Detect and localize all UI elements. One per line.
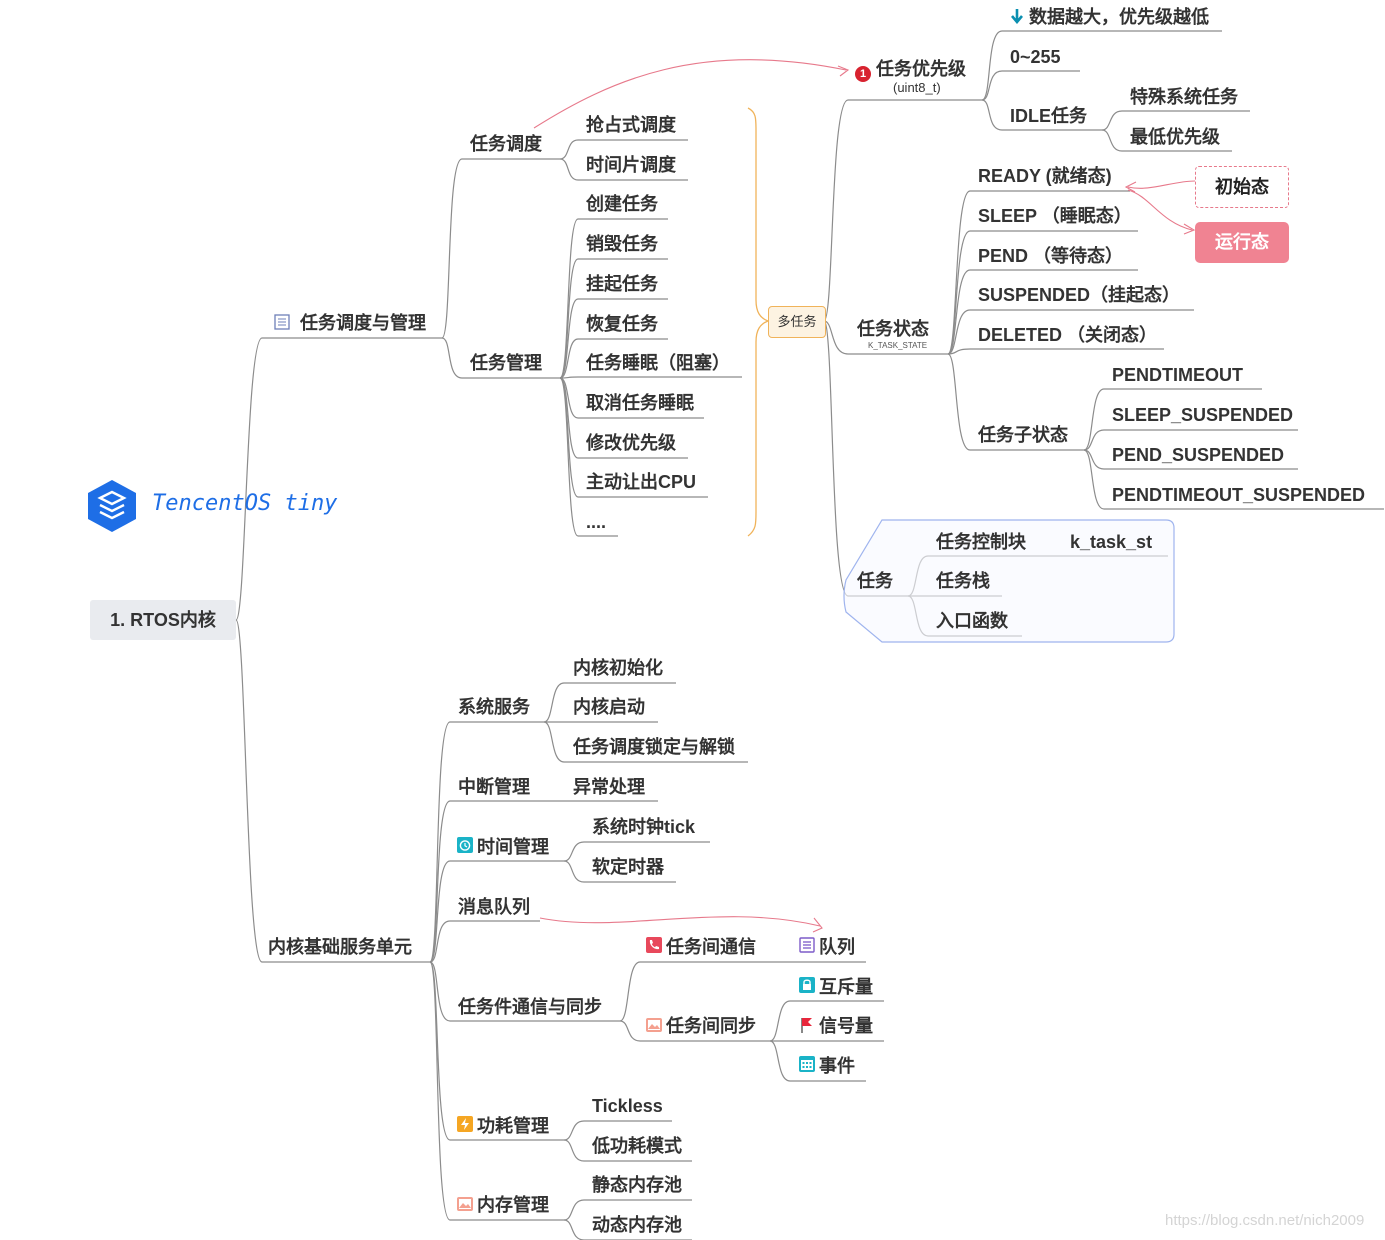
node-idle-special[interactable]: 特殊系统任务 [1130,87,1238,107]
calendar-icon [799,1056,815,1072]
node-msgq[interactable]: 消息队列 [458,897,530,917]
node-manage-item[interactable]: 恢复任务 [586,314,658,334]
node-irq-child[interactable]: 异常处理 [573,777,645,797]
node-time-item[interactable]: 软定时器 [592,857,664,877]
logo-text: TencentOS tiny [152,491,338,516]
node-dispatch-preempt[interactable]: 抢占式调度 [586,115,676,135]
node-manage-item[interactable]: .... [586,512,607,532]
node-task[interactable]: 任务 [857,571,893,591]
phone-icon [646,937,662,953]
node-substate[interactable]: 任务子状态 [978,425,1068,445]
node-manage-item[interactable]: 任务睡眠（阻塞） [586,353,730,373]
priority-badge: 1 [855,66,871,82]
node-comm[interactable]: 任务件通信与同步 [458,997,602,1017]
node-power[interactable]: 功耗管理 [477,1116,549,1136]
node-state-item[interactable]: DELETED （关闭态） [978,325,1158,345]
node-task-entry[interactable]: 入口函数 [936,611,1008,631]
lightning-icon [457,1116,473,1132]
node-substate-item[interactable]: PENDTIMEOUT_SUSPENDED [1112,485,1366,505]
summary-multitask[interactable]: 多任务 [768,306,826,338]
node-idle-lowest[interactable]: 最低优先级 [1130,127,1220,147]
floating-run-state[interactable]: 运行态 [1195,222,1289,263]
node-kernel-services[interactable]: 内核基础服务单元 [268,937,412,957]
node-power-item[interactable]: Tickless [592,1096,663,1116]
node-sys-item[interactable]: 任务调度锁定与解锁 [573,737,735,757]
root-node[interactable]: 1. RTOS内核 [90,600,236,640]
node-event[interactable]: 事件 [819,1056,855,1076]
node-mem[interactable]: 内存管理 [477,1195,549,1215]
node-states-sub: K_TASK_STATE [868,341,928,350]
node-sys-item[interactable]: 内核初始化 [573,658,663,678]
node-substate-item[interactable]: SLEEP_SUSPENDED [1112,405,1294,425]
lock-icon [799,977,815,993]
node-ipc[interactable]: 任务间通信 [666,937,756,957]
node-sched-mgmt[interactable]: 任务调度与管理 [300,313,426,333]
node-state-item[interactable]: PEND （等待态） [978,246,1124,266]
node-dispatch-timeslice[interactable]: 时间片调度 [586,155,676,175]
node-sys[interactable]: 系统服务 [458,697,530,717]
node-manage-item[interactable]: 修改优先级 [586,433,676,453]
node-priority-rule[interactable]: 数据越大，优先级越低 [1029,7,1209,27]
envelope-icon [646,1018,662,1032]
node-states[interactable]: 任务状态 [857,319,929,339]
node-mutex[interactable]: 互斥量 [819,977,873,997]
node-dispatch[interactable]: 任务调度 [470,134,542,154]
watermark: https://blog.csdn.net/nich2009 [1165,1212,1365,1229]
floating-init-state[interactable]: 初始态 [1195,166,1289,208]
flag-icon [801,1018,812,1033]
alarm-clock-icon [457,837,473,853]
node-manage-item[interactable]: 销毁任务 [586,234,658,254]
node-mem-item[interactable]: 静态内存池 [592,1175,682,1195]
node-queue[interactable]: 队列 [819,937,855,957]
node-manage-item[interactable]: 创建任务 [586,194,658,214]
node-substate-item[interactable]: PENDTIMEOUT [1112,365,1244,385]
node-idle[interactable]: IDLE任务 [1010,106,1088,126]
node-sync[interactable]: 任务间同步 [666,1016,756,1036]
node-state-item[interactable]: SUSPENDED（挂起态） [978,285,1181,305]
node-priority-sub: (uint8_t) [893,80,941,95]
node-time[interactable]: 时间管理 [477,837,549,857]
node-task-stack[interactable]: 任务栈 [936,571,990,591]
node-state-item[interactable]: SLEEP （睡眠态） [978,206,1132,226]
node-mem-item[interactable]: 动态内存池 [592,1215,682,1235]
node-time-item[interactable]: 系统时钟tick [592,817,696,837]
node-state-item[interactable]: READY (就绪态) [978,166,1112,186]
node-priority-range[interactable]: 0~255 [1010,47,1061,67]
node-manage-item[interactable]: 取消任务睡眠 [586,393,694,413]
node-task-tcb-type[interactable]: k_task_st [1070,532,1153,552]
node-sys-item[interactable]: 内核启动 [573,697,645,717]
node-power-item[interactable]: 低功耗模式 [592,1136,682,1156]
node-priority[interactable]: 任务优先级 [876,59,966,79]
tencentos-cube-logo [88,480,136,532]
node-semaphore[interactable]: 信号量 [819,1016,873,1036]
list-icon [274,314,290,330]
arrow-down-icon [1011,9,1023,24]
list-icon [799,937,815,953]
node-task-tcb[interactable]: 任务控制块 [936,532,1026,552]
picture-icon [457,1197,473,1211]
node-manage[interactable]: 任务管理 [470,353,542,373]
node-manage-item[interactable]: 挂起任务 [586,274,658,294]
node-irq[interactable]: 中断管理 [458,777,530,797]
node-substate-item[interactable]: PEND_SUSPENDED [1112,445,1285,465]
node-manage-item[interactable]: 主动让出CPU [586,472,697,492]
